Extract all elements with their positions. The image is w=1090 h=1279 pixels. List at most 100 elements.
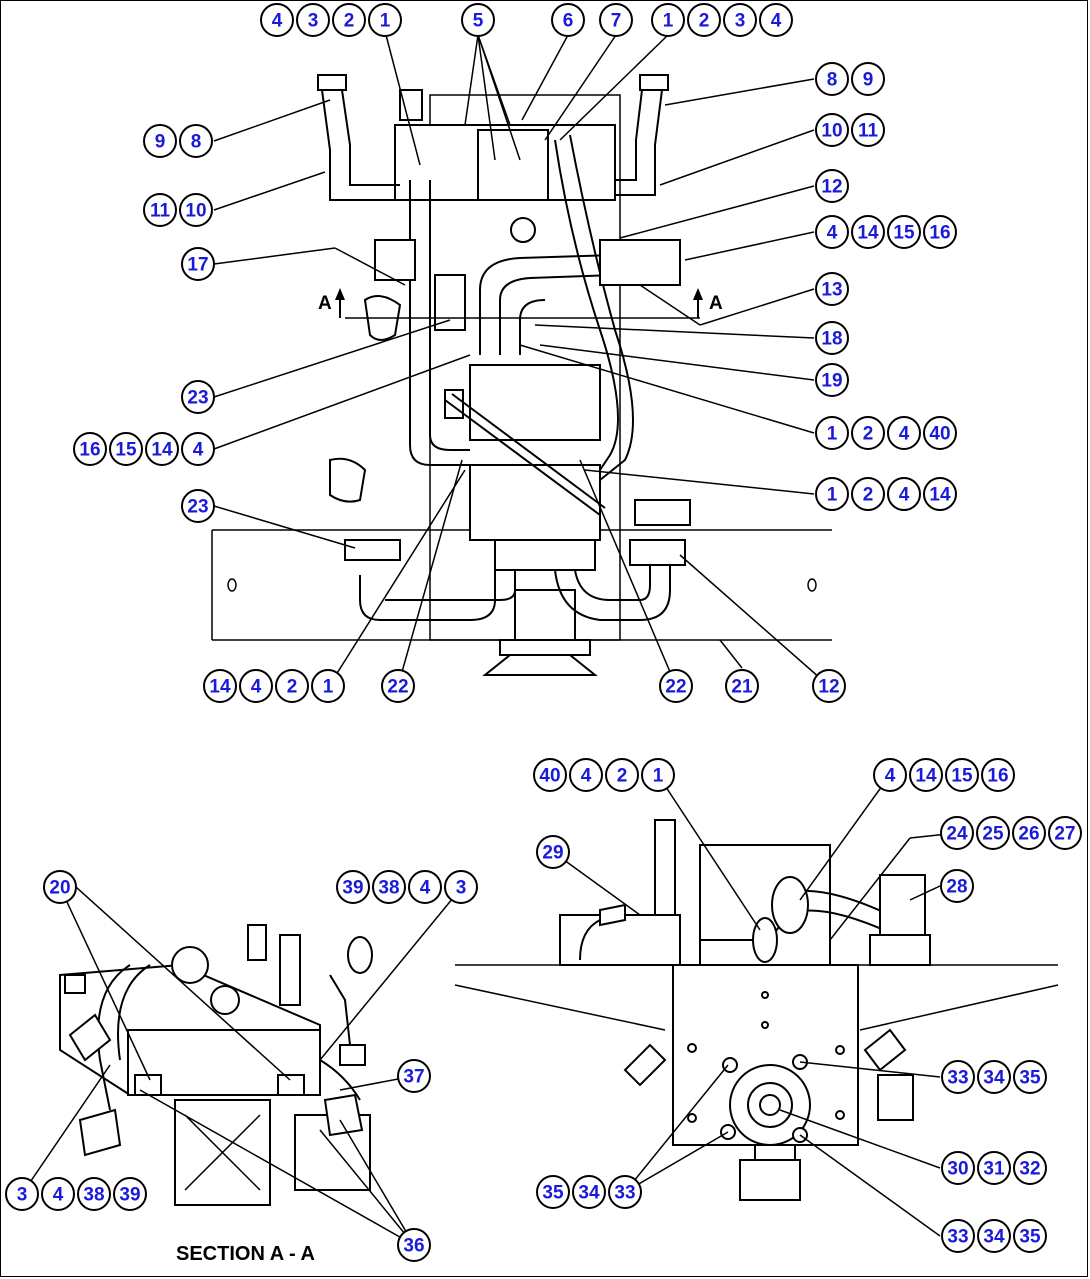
callout-circle	[812, 669, 846, 703]
callout-circle	[336, 870, 370, 904]
callout-number: 32	[1019, 1159, 1040, 1180]
callout-circle	[981, 758, 1015, 792]
callout-circle	[397, 1059, 431, 1093]
callout-number: 5	[473, 11, 484, 32]
callout-number: 22	[387, 677, 408, 698]
callout-bubble: 23	[181, 380, 215, 414]
callout-number: 9	[863, 70, 874, 91]
callout-number: 14	[857, 223, 879, 244]
callout-number: 25	[982, 824, 1004, 845]
top-view: A A	[211, 74, 832, 676]
callout-number: 1	[663, 11, 674, 32]
callout-bubble: 4	[239, 669, 273, 703]
callout-bubble: 28	[940, 869, 974, 903]
callout-number: 15	[893, 223, 915, 244]
callout-circle	[1048, 816, 1082, 850]
callout-group-b-22a: 22	[381, 669, 415, 703]
callout-circle	[461, 3, 495, 37]
callout-group-top-5: 5	[461, 3, 495, 37]
callout-bubble: 1	[651, 3, 685, 37]
callout-bubble: 24	[940, 816, 974, 850]
callout-number: 1	[380, 11, 391, 32]
callout-circle	[143, 193, 177, 227]
callout-circle	[381, 669, 415, 703]
callout-bubble: 14	[909, 758, 943, 792]
callout-number: 2	[699, 11, 710, 32]
callout-number: 38	[83, 1185, 104, 1206]
callout-number: 2	[344, 11, 355, 32]
callout-bubble: 15	[109, 432, 143, 466]
callout-number: 15	[951, 766, 973, 787]
callout-circle	[1013, 1151, 1047, 1185]
callout-number: 31	[983, 1159, 1005, 1180]
callout-bubble: 3	[5, 1177, 39, 1211]
callout-group-l-23a: 23	[181, 380, 215, 414]
callout-circle	[181, 380, 215, 414]
callout-circle	[533, 758, 567, 792]
callout-group-v-28: 28	[940, 869, 974, 903]
callout-bubble: 21	[725, 669, 759, 703]
callout-circle	[887, 416, 921, 450]
callout-bubble: 6	[551, 3, 585, 37]
callout-bubble: 14	[203, 669, 237, 703]
callout-number: 27	[1054, 824, 1075, 845]
callout-circle	[923, 477, 957, 511]
callout-bubble: 40	[923, 416, 957, 450]
callout-number: 28	[946, 877, 967, 898]
callout-circle	[444, 870, 478, 904]
callout-circle	[977, 1151, 1011, 1185]
callout-number: 40	[539, 766, 560, 787]
callout-bubble: 12	[812, 669, 846, 703]
callout-bubble: 4	[260, 3, 294, 37]
callout-number: 35	[1019, 1068, 1041, 1089]
callout-bubble: 3	[723, 3, 757, 37]
callout-circle	[179, 124, 213, 158]
callout-bubble: 4	[887, 477, 921, 511]
callout-bubble: 15	[887, 215, 921, 249]
callout-circle	[815, 321, 849, 355]
callout-circle	[725, 669, 759, 703]
callout-number: 40	[929, 424, 950, 445]
callout-bubble: 2	[851, 416, 885, 450]
callout-group-s-20: 20	[43, 870, 77, 904]
callout-number: 15	[115, 440, 137, 461]
callout-circle	[5, 1177, 39, 1211]
leader-lines-rear	[552, 774, 958, 1237]
callout-number: 1	[827, 485, 838, 506]
callout-bubble: 4	[41, 1177, 75, 1211]
callout-number: 35	[542, 1183, 564, 1204]
callout-bubble: 1	[311, 669, 345, 703]
callout-circle	[945, 758, 979, 792]
callout-number: 29	[542, 843, 563, 864]
callout-number: 12	[818, 677, 839, 698]
callout-number: 8	[191, 132, 202, 153]
callout-number: 2	[287, 677, 298, 698]
callout-bubble: 32	[1013, 1151, 1047, 1185]
callout-circle	[851, 416, 885, 450]
callout-bubble: 38	[372, 870, 406, 904]
callout-number: 16	[987, 766, 1008, 787]
callout-bubble: 4	[408, 870, 442, 904]
callout-bubble: 31	[977, 1151, 1011, 1185]
callout-bubble: 2	[851, 477, 885, 511]
callout-bubble: 35	[1013, 1060, 1047, 1094]
callout-circle	[923, 215, 957, 249]
callout-circle	[815, 215, 849, 249]
callout-number: 3	[735, 11, 746, 32]
callout-bubble: 11	[851, 113, 885, 147]
callout-group-b-12: 12	[812, 669, 846, 703]
callout-circle	[372, 870, 406, 904]
callout-bubble: 1	[641, 758, 675, 792]
callout-circle	[887, 477, 921, 511]
callout-number: 10	[821, 121, 842, 142]
callout-bubble: 17	[181, 247, 215, 281]
callout-circle	[536, 1175, 570, 1209]
